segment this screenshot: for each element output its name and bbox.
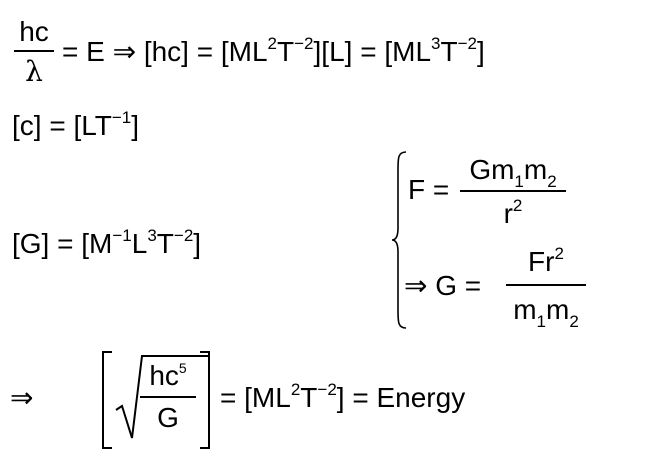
fraction-hc-over-lambda: hc λ: [14, 18, 54, 86]
exponent: 2: [267, 34, 278, 53]
eq-text: ]: [131, 110, 140, 141]
equation-line-1: = E ⇒ [hc] = [ML2T−2][L] = [ML3T−2]: [62, 35, 485, 67]
eq-text: ][L] = [ML: [313, 36, 432, 67]
eq-text: m: [546, 294, 570, 325]
exponent: 5: [178, 360, 187, 376]
eq-text: L: [131, 228, 148, 259]
eq-text: Gm: [469, 154, 515, 185]
eq-text: T: [440, 36, 458, 67]
fraction-g-solved: Fr2 m1m2: [506, 245, 586, 331]
exponent: −2: [173, 226, 194, 245]
subscript: 1: [536, 312, 546, 331]
equation-line-3: [G] = [M−1L3T−2]: [12, 227, 202, 259]
fraction-bar: [140, 396, 196, 398]
denominator: m1m2: [506, 294, 586, 331]
numerator: hc: [19, 16, 49, 47]
eq-text: m: [513, 294, 537, 325]
exponent: 2: [554, 244, 564, 263]
fraction-bar: [506, 284, 586, 286]
eq-text: [c] = [LT: [12, 110, 112, 141]
denominator: G: [157, 402, 179, 433]
eq-text: ] = Energy: [336, 382, 466, 413]
fraction-gravity-force: Gm1m2 r2: [460, 156, 566, 228]
left-bracket-icon: [102, 351, 112, 449]
exponent: −2: [294, 34, 314, 53]
implies-arrow: ⇒: [10, 382, 34, 413]
fraction-bar: [14, 50, 54, 52]
exponent: −1: [112, 226, 132, 245]
eq-text: [G] = [M: [12, 228, 113, 259]
exponent: −1: [111, 108, 132, 127]
exponent: 3: [431, 34, 441, 53]
numerator: hc5: [140, 360, 196, 391]
eq-text: ]: [476, 36, 485, 67]
numerator: Gm1m2: [460, 154, 566, 191]
eq-text: = [ML: [220, 382, 291, 413]
exponent: −2: [457, 34, 477, 53]
eq-text: m: [523, 154, 548, 185]
eq-text: hc: [149, 360, 179, 391]
eq-text: = E ⇒ [hc] = [ML: [62, 36, 268, 67]
eq-text: ]: [193, 228, 202, 259]
denominator: r2: [460, 197, 566, 229]
equation-line-2: [c] = [LT−1]: [12, 109, 140, 141]
eq-text: T: [156, 228, 174, 259]
exponent: −2: [317, 380, 337, 399]
exponent: 2: [290, 380, 301, 399]
exponent: 3: [147, 226, 157, 245]
system-eq1-lhs: F =: [408, 174, 450, 205]
fraction-hc5-over-g: hc5 G: [140, 360, 196, 433]
system-eq2-lhs: ⇒ G =: [404, 270, 482, 301]
sqrt-icon: [115, 355, 210, 439]
eq-text: T: [277, 36, 295, 67]
eq-text: T: [300, 382, 318, 413]
numerator: Fr2: [506, 245, 586, 277]
subscript: 2: [547, 172, 557, 191]
subscript: 1: [514, 172, 524, 191]
denominator: λ: [25, 55, 43, 88]
subscript: 2: [569, 312, 579, 331]
eq-text: r: [503, 198, 513, 229]
eq-text: Fr: [528, 246, 555, 277]
right-bracket-icon: [200, 351, 210, 449]
exponent: 2: [512, 196, 523, 215]
left-brace-icon: [391, 151, 407, 329]
fraction-bar: [460, 190, 566, 192]
equation-line-4-result: = [ML2T−2] = Energy: [220, 381, 466, 413]
